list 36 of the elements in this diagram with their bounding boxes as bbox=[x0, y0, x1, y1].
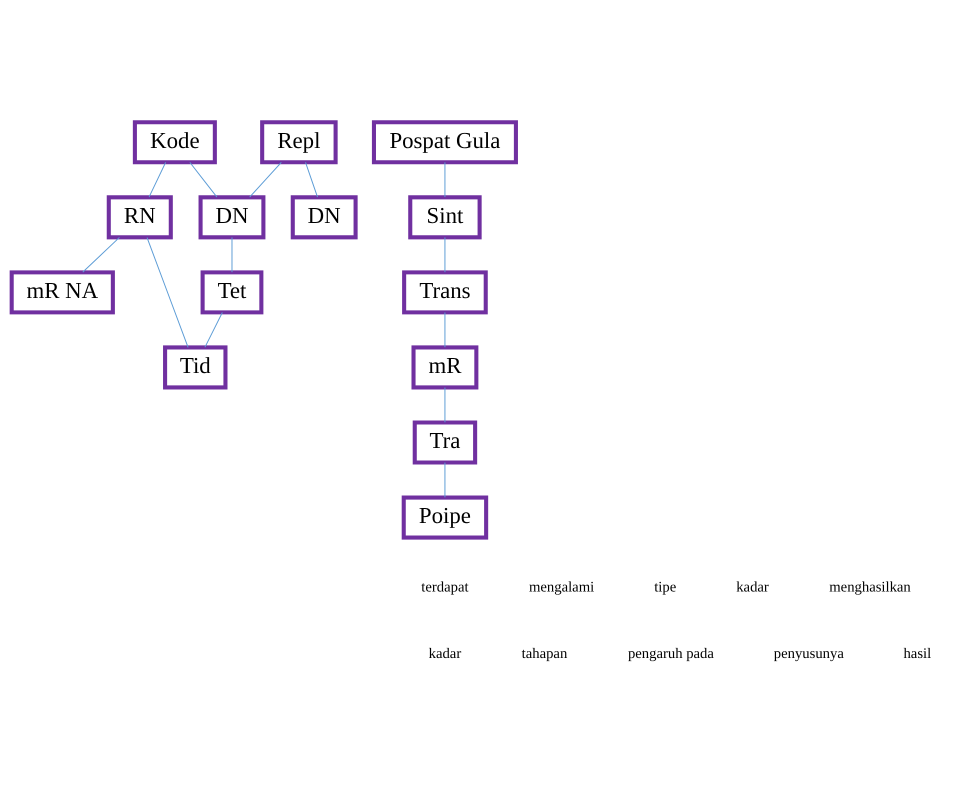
connector bbox=[146, 236, 189, 348]
connector bbox=[305, 161, 318, 198]
label: tipe bbox=[654, 579, 676, 596]
node-box: Tet bbox=[200, 270, 264, 314]
connector bbox=[148, 161, 166, 198]
label: kadar bbox=[428, 645, 462, 662]
node-box: RN bbox=[106, 194, 173, 239]
connector bbox=[82, 236, 120, 272]
node-box: Poipe bbox=[402, 495, 488, 540]
node-box: Pospat Gula bbox=[372, 120, 518, 164]
node-box: Tid bbox=[163, 344, 228, 389]
connector bbox=[204, 312, 223, 348]
node-box: Kode bbox=[132, 120, 217, 164]
label: penyusunya bbox=[774, 645, 844, 662]
label: menghasilkan bbox=[829, 579, 911, 596]
connector bbox=[444, 386, 446, 422]
label: mengalami bbox=[529, 579, 594, 596]
node-box: DN bbox=[198, 194, 266, 239]
node-box: mR NA bbox=[10, 270, 115, 314]
node-box: DN bbox=[290, 194, 358, 239]
label: kadar bbox=[736, 579, 769, 596]
label: pengaruh pada bbox=[628, 645, 714, 662]
connector bbox=[444, 312, 446, 348]
node-box: Tra bbox=[412, 420, 478, 464]
node-box: Trans bbox=[402, 270, 488, 314]
connector bbox=[249, 161, 282, 198]
node-box: Sint bbox=[408, 194, 482, 239]
label: terdapat bbox=[421, 579, 469, 596]
label: tahapan bbox=[522, 645, 568, 662]
connector bbox=[444, 161, 446, 198]
node-box: mR bbox=[411, 344, 478, 389]
connector bbox=[189, 161, 218, 198]
node-box: Repl bbox=[260, 120, 338, 164]
connector bbox=[444, 462, 446, 498]
label: hasil bbox=[903, 645, 932, 662]
connector bbox=[444, 236, 446, 272]
